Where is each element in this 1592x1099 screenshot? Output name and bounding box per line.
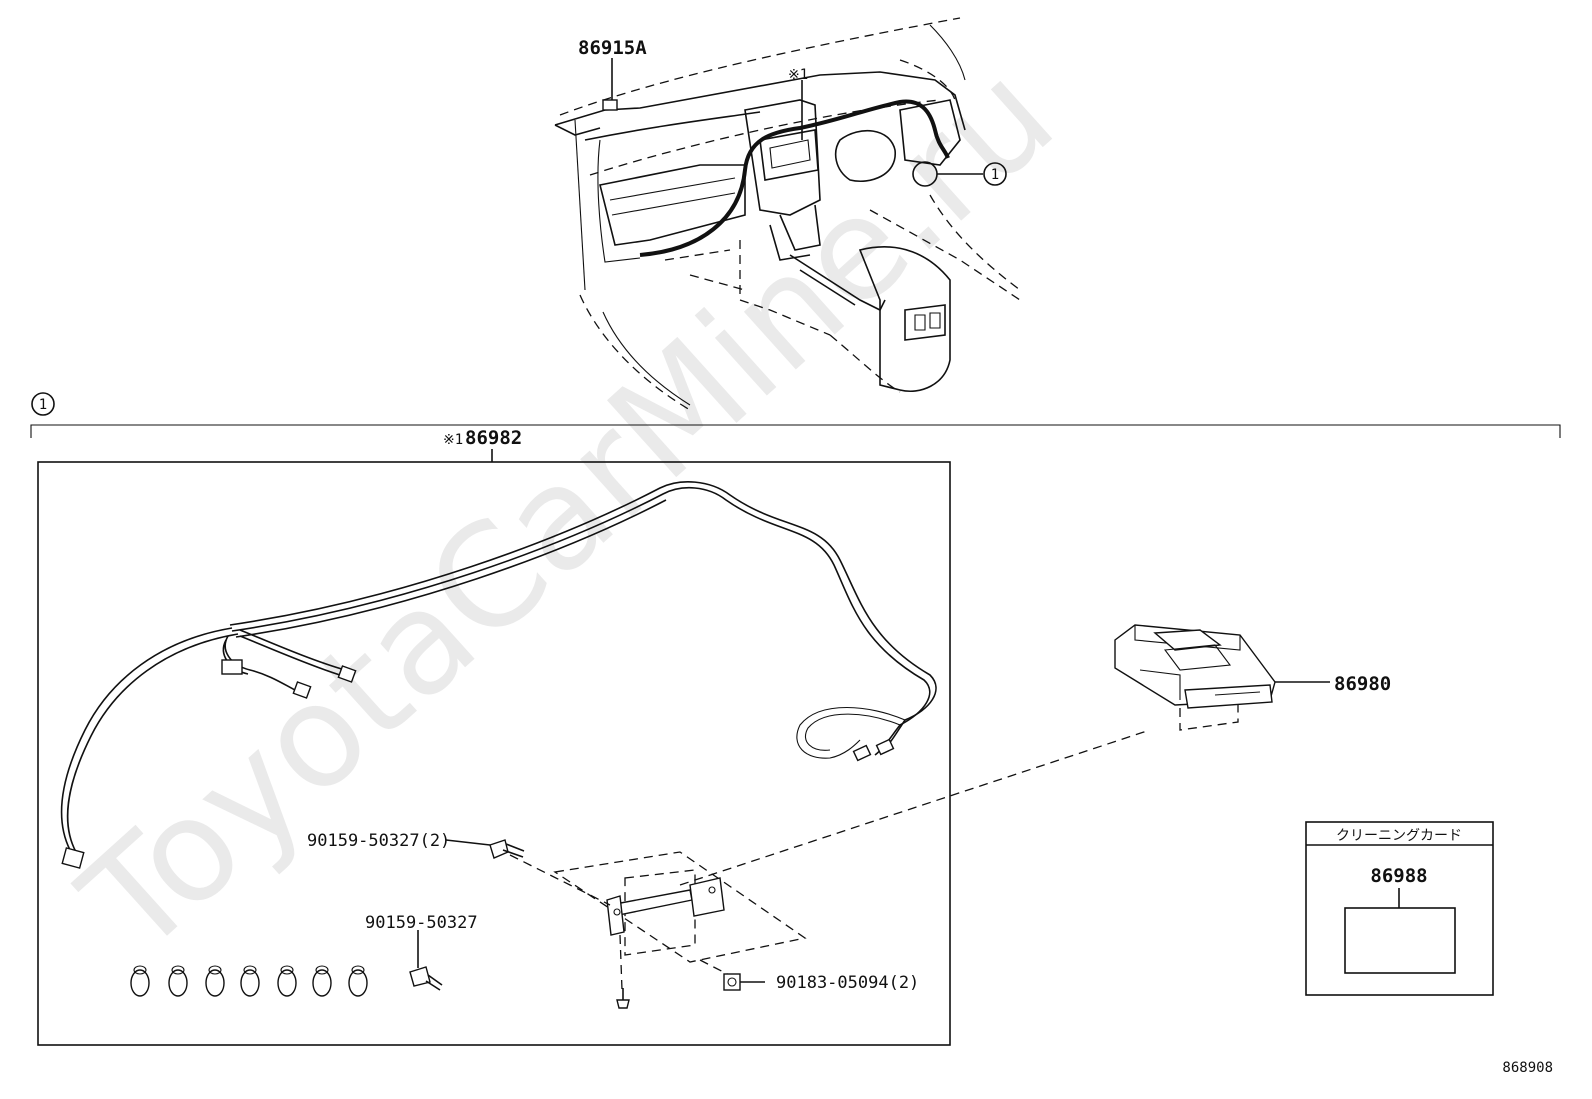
screw-90159-50327 xyxy=(409,966,443,991)
etc-unit-86980 xyxy=(1114,624,1276,731)
harness-kit-box xyxy=(37,461,951,1046)
label-90159-50327: 90159-50327 xyxy=(365,913,478,933)
label-90183-05094-2: 90183-05094(2) xyxy=(776,973,919,993)
section-bracket xyxy=(30,424,1561,438)
label-90159-50327-2: 90159-50327(2) xyxy=(307,831,450,851)
harness-clips xyxy=(130,965,368,997)
nut-90183-05094 xyxy=(723,973,741,991)
label-86988: 86988 xyxy=(1370,865,1427,887)
svg-text:1: 1 xyxy=(991,167,999,183)
dashboard-illustration xyxy=(554,17,1021,411)
label-86982: 86982 xyxy=(465,427,522,449)
screw-bottom xyxy=(616,988,630,1009)
cleaning-card-box xyxy=(1305,821,1494,996)
svg-text:1: 1 xyxy=(39,397,47,413)
wire-harness-86982 xyxy=(60,481,937,869)
mounting-bracket xyxy=(509,729,1151,991)
watermark: ToyotaCarMine.ru xyxy=(52,33,1085,986)
cleaning-card-86988 xyxy=(1344,907,1456,974)
section-marker: 1 xyxy=(31,392,55,416)
cleaning-card-title: クリーニングカード xyxy=(1336,828,1462,844)
note-marker-harness: ※1 xyxy=(443,432,463,448)
antenna-86915A xyxy=(602,99,618,111)
label-86980: 86980 xyxy=(1334,673,1391,695)
figure-code: 868908 xyxy=(1502,1060,1553,1076)
note-marker-top: ※1 xyxy=(788,67,808,83)
screw-90159-50327-2 xyxy=(489,839,525,859)
callout-circle-top: 1 xyxy=(983,162,1007,186)
label-86915A: 86915A xyxy=(578,37,647,59)
